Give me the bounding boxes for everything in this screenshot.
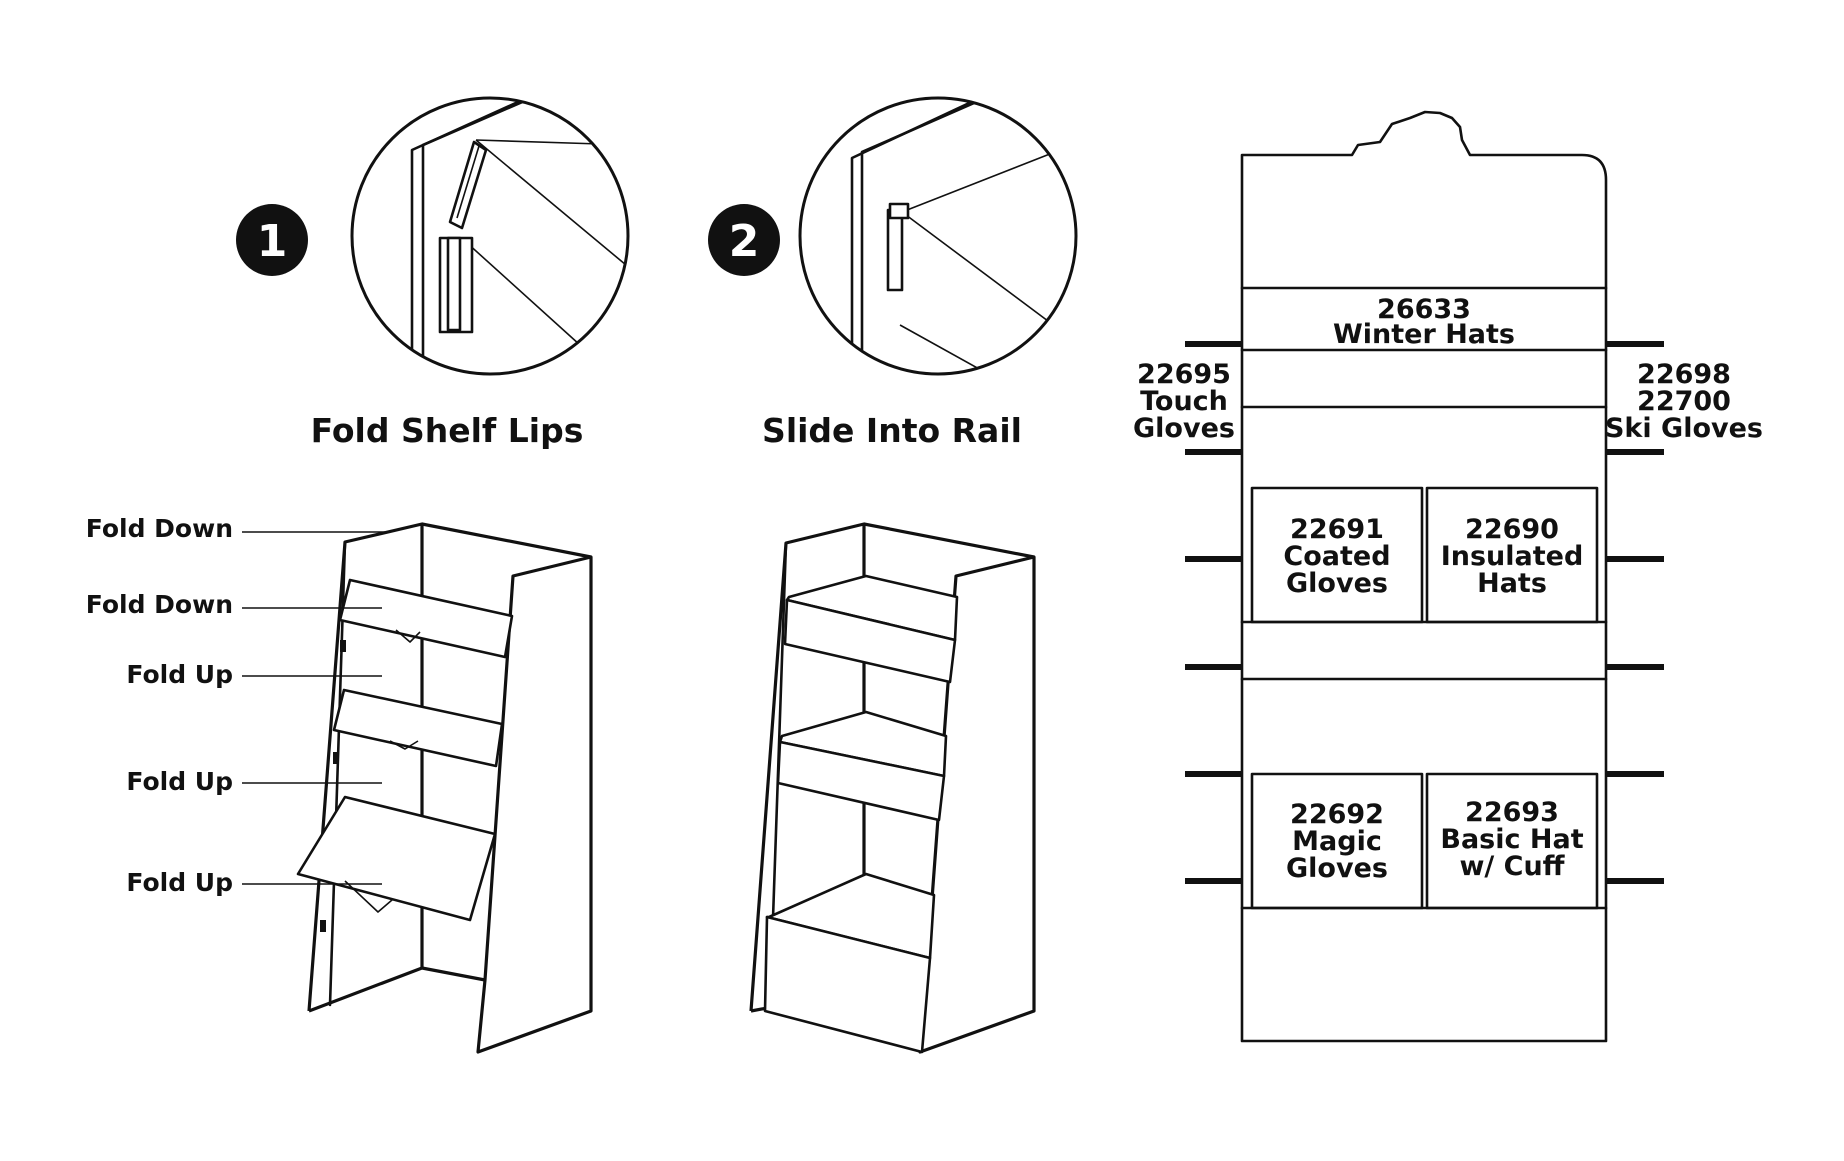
planogram-outline — [1240, 110, 1608, 1043]
right-label-sku-2: 22700 — [1637, 386, 1731, 417]
step-2-caption: Slide Into Rail — [762, 411, 1022, 450]
assembled-display — [749, 522, 1036, 1054]
fold-label-1: Fold Down — [86, 514, 233, 543]
step-2: 2 Slide Into Rail — [708, 96, 1078, 450]
product-box-3-line1: 22692 — [1290, 799, 1384, 830]
product-box-1-line3: Gloves — [1286, 568, 1388, 599]
product-box-4-line3: w/ Cuff — [1459, 851, 1565, 882]
header-sku: 26633 — [1377, 294, 1471, 325]
planogram: 26633 Winter Hats 22695 Touch Gloves 226… — [1133, 110, 1763, 1043]
step-1: 1 Fold Shelf Lips — [236, 96, 630, 450]
pegs — [1185, 341, 1664, 884]
right-label-line3: Ski Gloves — [1605, 413, 1763, 444]
product-box-4: 22693 Basic Hat w/ Cuff — [1425, 772, 1599, 910]
left-label-line2: Touch — [1140, 386, 1228, 417]
fold-label-4: Fold Up — [126, 767, 233, 796]
product-box-3-line3: Gloves — [1286, 853, 1388, 884]
fold-label-3: Fold Up — [126, 660, 233, 689]
fold-label-5: Fold Up — [126, 868, 233, 897]
product-box-3: 22692 Magic Gloves — [1250, 772, 1424, 910]
product-box-4-line1: 22693 — [1465, 797, 1559, 828]
product-box-1-line1: 22691 — [1290, 514, 1384, 545]
right-label-sku-1: 22698 — [1637, 359, 1731, 390]
product-box-2-line2: Insulated — [1441, 541, 1584, 572]
product-box-2-line3: Hats — [1477, 568, 1547, 599]
step-1-number: 1 — [257, 216, 288, 267]
product-box-3-line2: Magic — [1292, 826, 1382, 857]
step-1-detail-illustration — [350, 96, 630, 376]
fold-label-2: Fold Down — [86, 590, 233, 619]
header-name: Winter Hats — [1333, 319, 1515, 350]
product-box-1-line2: Coated — [1283, 541, 1390, 572]
left-label-sku: 22695 — [1137, 359, 1231, 390]
product-box-2: 22690 Insulated Hats — [1425, 486, 1599, 624]
step-1-caption: Fold Shelf Lips — [311, 411, 584, 450]
unfolded-display — [296, 522, 593, 1054]
product-box-2-line1: 22690 — [1465, 514, 1559, 545]
step-2-number-badge — [708, 204, 780, 276]
step-2-number: 2 — [729, 216, 760, 267]
fold-callouts: Fold Down Fold Down Fold Up Fold Up Fold… — [86, 514, 385, 897]
step-1-number-badge — [236, 204, 308, 276]
step-2-detail-illustration — [798, 96, 1078, 376]
product-box-4-line2: Basic Hat — [1440, 824, 1583, 855]
product-box-1: 22691 Coated Gloves — [1250, 486, 1424, 624]
left-label-line3: Gloves — [1133, 413, 1235, 444]
